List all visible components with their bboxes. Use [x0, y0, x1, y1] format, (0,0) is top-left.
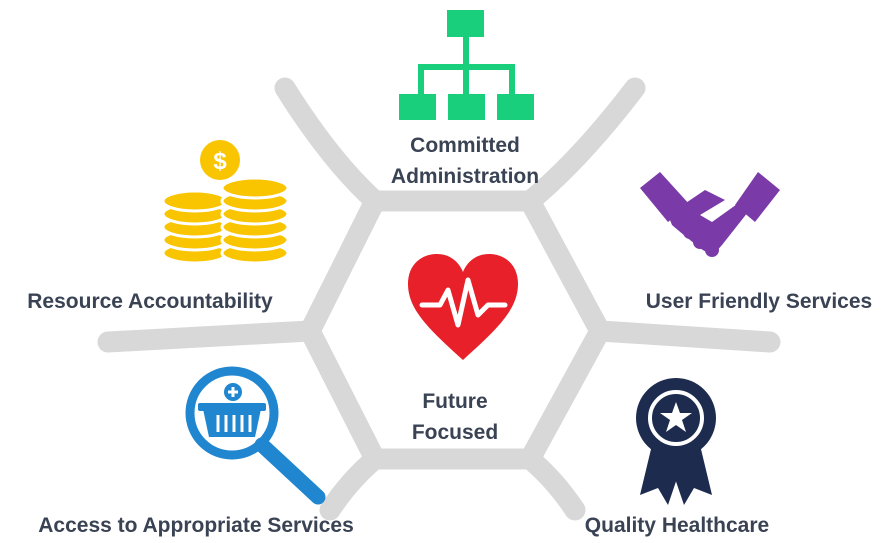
label-quality-healthcare: Quality Healthcare [560, 510, 794, 541]
spoke-top-left [274, 77, 386, 212]
spoke-top-right [519, 77, 646, 212]
user-line1: User Friendly Services [645, 290, 873, 313]
committed-line1: Committed [410, 134, 520, 157]
center-line2: Focused [411, 421, 499, 444]
label-future-focused: Future Focused [385, 386, 525, 448]
access-line1: Access to Appropriate Services [38, 514, 354, 537]
spoke-right [589, 320, 781, 353]
quality-line1: Quality Healthcare [584, 514, 770, 537]
label-resource-accountability: Resource Accountability [8, 286, 292, 317]
label-access-appropriate-services: Access to Appropriate Services [18, 510, 374, 541]
spoke-left [97, 320, 321, 353]
label-user-friendly-services: User Friendly Services [628, 286, 890, 317]
committed-line2: Administration [390, 165, 540, 188]
spoke-bottom-left [319, 448, 386, 521]
center-line1: Future [422, 390, 488, 413]
svg-text:$: $ [213, 148, 227, 175]
label-committed-administration: Committed Administration [370, 130, 560, 192]
resource-line1: Resource Accountability [27, 290, 273, 313]
spoke-bottom-right [519, 448, 586, 521]
